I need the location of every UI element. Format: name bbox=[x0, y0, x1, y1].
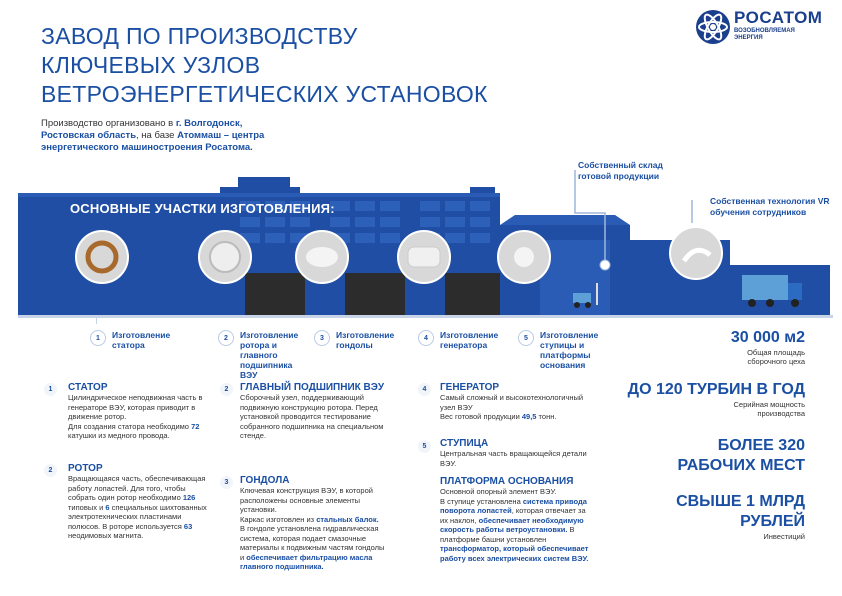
step-label-5: Изготовление ступицы и платформы основан… bbox=[540, 330, 599, 370]
forklift-icon bbox=[573, 283, 598, 308]
block-title: СТАТОР bbox=[68, 382, 108, 393]
block-hub: СТУПИЦА Центральная часть вращающейся де… bbox=[440, 438, 590, 468]
block-text: В гондоле установлена гидравлическая сис… bbox=[240, 524, 385, 571]
block-bearing: ГЛАВНЫЙ ПОДШИПНИК ВЭУ Сборочный узел, по… bbox=[240, 382, 390, 441]
page-title: ЗАВОД ПО ПРОИЗВОДСТВУ КЛЮЧЕВЫХ УЗЛОВ ВЕТ… bbox=[41, 22, 511, 109]
title-line-2: КЛЮЧЕВЫХ УЗЛОВ bbox=[41, 52, 261, 78]
step-num-4: 4 bbox=[418, 330, 434, 346]
atom-logo-icon bbox=[696, 10, 730, 44]
block-num: 5 bbox=[418, 440, 431, 453]
stat-value: БОЛЕЕ 320 РАБОЧИХ МЕСТ bbox=[677, 437, 805, 474]
stat-caption: Серийная мощность производства bbox=[733, 400, 806, 418]
intro-part: , на базе bbox=[136, 130, 178, 141]
stat-value: 30 000 м2 bbox=[730, 329, 805, 346]
block-gondola: ГОНДОЛА Ключевая конструкция ВЭУ, в кото… bbox=[240, 475, 390, 572]
block-text: Цилиндрическое неподвижная часть в генер… bbox=[68, 393, 203, 421]
block-text: Самый сложный и высокотехнологичный узел… bbox=[440, 393, 584, 412]
stat-turbines: ДО 120 ТУРБИН В ГОД Серийная мощность пр… bbox=[600, 380, 805, 418]
block-text: Сборочный узел, поддерживающий подвижную… bbox=[240, 393, 384, 440]
title-line-3: ВЕТРОЭНЕРГЕТИЧЕСКИХ УСТАНОВОК bbox=[41, 81, 488, 107]
title-line-1: ЗАВОД ПО ПРОИЗВОДСТВУ bbox=[41, 23, 358, 49]
block-num: 3 bbox=[220, 476, 233, 489]
block-title: РОТОР bbox=[68, 463, 103, 474]
intro-text: Производство организовано в г. Волгодонс… bbox=[41, 118, 281, 154]
intro-base: Атоммаш – центра энергетического машинос… bbox=[41, 130, 265, 153]
stat-investment: СВЫШЕ 1 МЛРД РУБЛЕЙ Инвестиций bbox=[655, 492, 805, 541]
block-title: СТУПИЦА bbox=[440, 438, 489, 449]
block-text: Основной опорный элемент ВЭУ. bbox=[440, 487, 557, 496]
warehouse-callout: Собственный склад готовой продукции bbox=[578, 160, 663, 181]
step-num-2: 2 bbox=[218, 330, 234, 346]
stage-circles bbox=[75, 226, 723, 284]
step-label-2: Изготовление ротора и главного подшипник… bbox=[240, 330, 299, 380]
step-num-3: 3 bbox=[314, 330, 330, 346]
step-num-1: 1 bbox=[90, 330, 106, 346]
section-title: ОСНОВНЫЕ УЧАСТКИ ИЗГОТОВЛЕНИЯ: bbox=[70, 201, 335, 216]
logo-sub-1: ВОЗОБНОВЛЯЕМАЯ bbox=[734, 28, 795, 34]
step-num-5: 5 bbox=[518, 330, 534, 346]
step-label-4: Изготовление генератора bbox=[440, 330, 499, 350]
block-num: 2 bbox=[220, 383, 233, 396]
block-stator: СТАТОР Цилиндрическое неподвижная часть … bbox=[68, 382, 208, 441]
block-title: ГЕНЕРАТОР bbox=[440, 382, 500, 393]
block-text: Ключевая конструкция ВЭУ, в которой расп… bbox=[240, 486, 373, 514]
step-label-1: Изготовление статора bbox=[112, 330, 171, 350]
intro-part: Производство организовано в bbox=[41, 118, 176, 129]
block-title: ГЛАВНЫЙ ПОДШИПНИК ВЭУ bbox=[240, 382, 385, 393]
stat-value: СВЫШЕ 1 МЛРД РУБЛЕЙ bbox=[676, 493, 805, 530]
stat-value: ДО 120 ТУРБИН В ГОД bbox=[627, 381, 805, 398]
block-num: 2 bbox=[44, 464, 57, 477]
block-title: ГОНДОЛА bbox=[240, 475, 290, 486]
block-text: Вращающаяся часть, обеспечивающая работу… bbox=[68, 474, 207, 540]
block-rotor: РОТОР Вращающаяся часть, обеспечивающая … bbox=[68, 463, 208, 541]
block-text: Вес готовой продукции 49,5 тонн. bbox=[440, 412, 557, 421]
stat-jobs: БОЛЕЕ 320 РАБОЧИХ МЕСТ bbox=[670, 436, 805, 476]
block-platform: ПЛАТФОРМА ОСНОВАНИЯ Основной опорный эле… bbox=[440, 476, 590, 563]
block-text: Центральная часть вращающейся детали ВЭУ… bbox=[440, 449, 587, 468]
intro-city: г. Волгодонск, Ростовская область bbox=[41, 118, 243, 141]
block-num: 1 bbox=[44, 383, 57, 396]
rosatom-logo: РОСАТОМ ВОЗОБНОВЛЯЕМАЯ ЭНЕРГИЯ bbox=[694, 6, 834, 50]
step-label-3: Изготовление гондолы bbox=[336, 330, 395, 350]
vr-callout: Собственная технология VR обучения сотру… bbox=[710, 196, 830, 217]
block-text: Каркас изготовлен из стальных балок. bbox=[240, 514, 379, 524]
stat-area: 30 000 м2 Общая площадь сборочного цеха bbox=[630, 328, 805, 366]
block-title: ПЛАТФОРМА ОСНОВАНИЯ bbox=[440, 476, 574, 487]
block-num: 4 bbox=[418, 383, 431, 396]
block-text: В ступице установлена система привода по… bbox=[440, 496, 589, 563]
logo-sub-2: ЭНЕРГИЯ bbox=[734, 35, 763, 41]
truck-icon bbox=[742, 275, 802, 307]
logo-name: РОСАТОМ bbox=[734, 8, 823, 27]
stat-caption: Инвестиций bbox=[763, 532, 805, 541]
factory-illustration bbox=[18, 170, 833, 318]
stat-caption: Общая площадь сборочного цеха bbox=[747, 348, 805, 366]
block-text: Для создания статора необходимо 72 катуш… bbox=[68, 421, 200, 441]
block-generator: ГЕНЕРАТОР Самый сложный и высокотехнолог… bbox=[440, 382, 590, 422]
